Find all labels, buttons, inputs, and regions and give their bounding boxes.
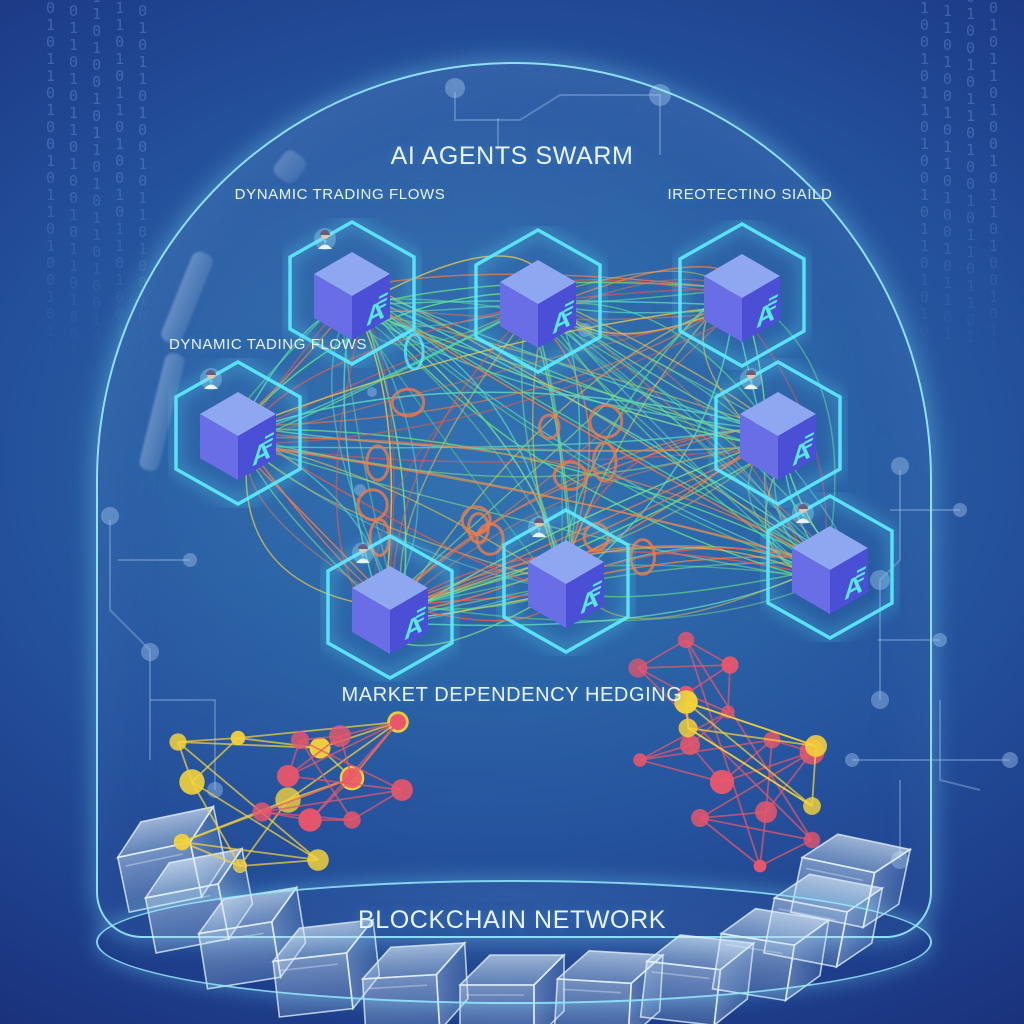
binary-column: 0 1 0 1 1 0 1 0 0 1 0 1 1 0 1 0 0 1 0 1 … bbox=[46, 0, 56, 374]
hexagon-frame-icon bbox=[474, 228, 602, 374]
agent-node[interactable]: A bbox=[168, 358, 308, 508]
hexagon-frame-icon bbox=[502, 508, 630, 654]
agent-avatar-icon bbox=[528, 516, 550, 538]
ai-agent-cube-icon: A bbox=[704, 254, 780, 342]
binary-column: 0 0 1 0 1 1 0 1 0 0 1 0 1 1 0 1 0 0 1 0 … bbox=[138, 0, 148, 360]
ai-agent-cube-icon: A bbox=[528, 540, 604, 628]
agent-node[interactable]: A bbox=[672, 220, 812, 370]
agent-node[interactable]: A bbox=[320, 532, 460, 682]
label-dynamic-trading-flows-top: DYNAMIC TRADING FLOWS bbox=[234, 186, 446, 203]
hexagon-frame-icon bbox=[714, 360, 842, 506]
label-protecting-shield: IREOTECTINO SIAILD bbox=[667, 186, 833, 203]
dome-base-rim bbox=[96, 880, 932, 1004]
hexagon-frame-icon bbox=[678, 222, 806, 368]
ai-agent-cube-icon: A bbox=[792, 526, 868, 614]
label-dynamic-trading-flows-left: DYNAMIC TADING FLOWS bbox=[168, 336, 368, 353]
binary-column: 1 0 1 0 0 1 0 1 1 0 1 0 0 1 0 1 1 0 1 1 … bbox=[965, 0, 975, 346]
binary-column: 1 0 0 1 0 1 1 0 1 0 0 1 0 1 1 0 1 0 1 0 … bbox=[919, 0, 929, 374]
agent-node[interactable]: A bbox=[282, 218, 422, 368]
ai-agent-cube-icon: A bbox=[500, 260, 576, 348]
binary-column: 0 1 0 1 1 0 1 0 0 1 0 1 1 0 1 0 0 1 0 1 … bbox=[988, 0, 998, 374]
ai-agent-cube-icon: A bbox=[200, 392, 276, 480]
label-blockchain-network: BLOCKCHAIN NETWORK bbox=[357, 906, 667, 934]
hexagon-frame-icon bbox=[326, 534, 454, 680]
ai-agent-cube-icon: A bbox=[352, 566, 428, 654]
agent-node[interactable]: A bbox=[760, 492, 900, 642]
ai-agent-cube-icon: A bbox=[314, 252, 390, 340]
hexagon-frame-icon bbox=[766, 494, 894, 640]
label-ai-agents-swarm: AI AGENTS SWARM bbox=[390, 142, 634, 170]
label-market-dependency-hedging: MARKET DEPENDENCY HEDGING bbox=[341, 684, 683, 706]
binary-code-right: 1 0 0 1 0 1 1 0 1 0 0 1 0 1 1 0 1 0 1 0 … bbox=[920, 0, 998, 374]
agent-node[interactable]: A bbox=[468, 226, 608, 376]
binary-column: 0 1 1 0 1 0 0 1 0 1 1 0 1 0 1 1 0 1 0 0 … bbox=[92, 0, 102, 346]
agent-avatar-icon bbox=[200, 368, 222, 390]
agent-avatar-icon bbox=[314, 228, 336, 250]
hexagon-frame-icon bbox=[174, 360, 302, 506]
agent-avatar-icon bbox=[740, 368, 762, 390]
hexagon-frame-icon bbox=[288, 220, 416, 366]
agent-node[interactable]: A bbox=[708, 358, 848, 508]
binary-column: 1 0 1 1 0 1 0 1 1 0 1 0 0 1 0 1 1 0 1 0 … bbox=[69, 0, 79, 360]
binary-column: 0 1 1 0 1 0 0 1 0 1 1 0 1 0 0 1 0 1 1 0 … bbox=[942, 0, 952, 360]
agent-avatar-icon bbox=[352, 542, 374, 564]
ai-agent-cube-icon: A bbox=[740, 392, 816, 480]
agent-node[interactable]: A bbox=[496, 506, 636, 656]
agent-avatar-icon bbox=[792, 502, 814, 524]
binary-column: 1 1 0 1 0 1 1 0 1 0 0 1 0 1 1 0 1 0 0 1 … bbox=[115, 0, 125, 374]
